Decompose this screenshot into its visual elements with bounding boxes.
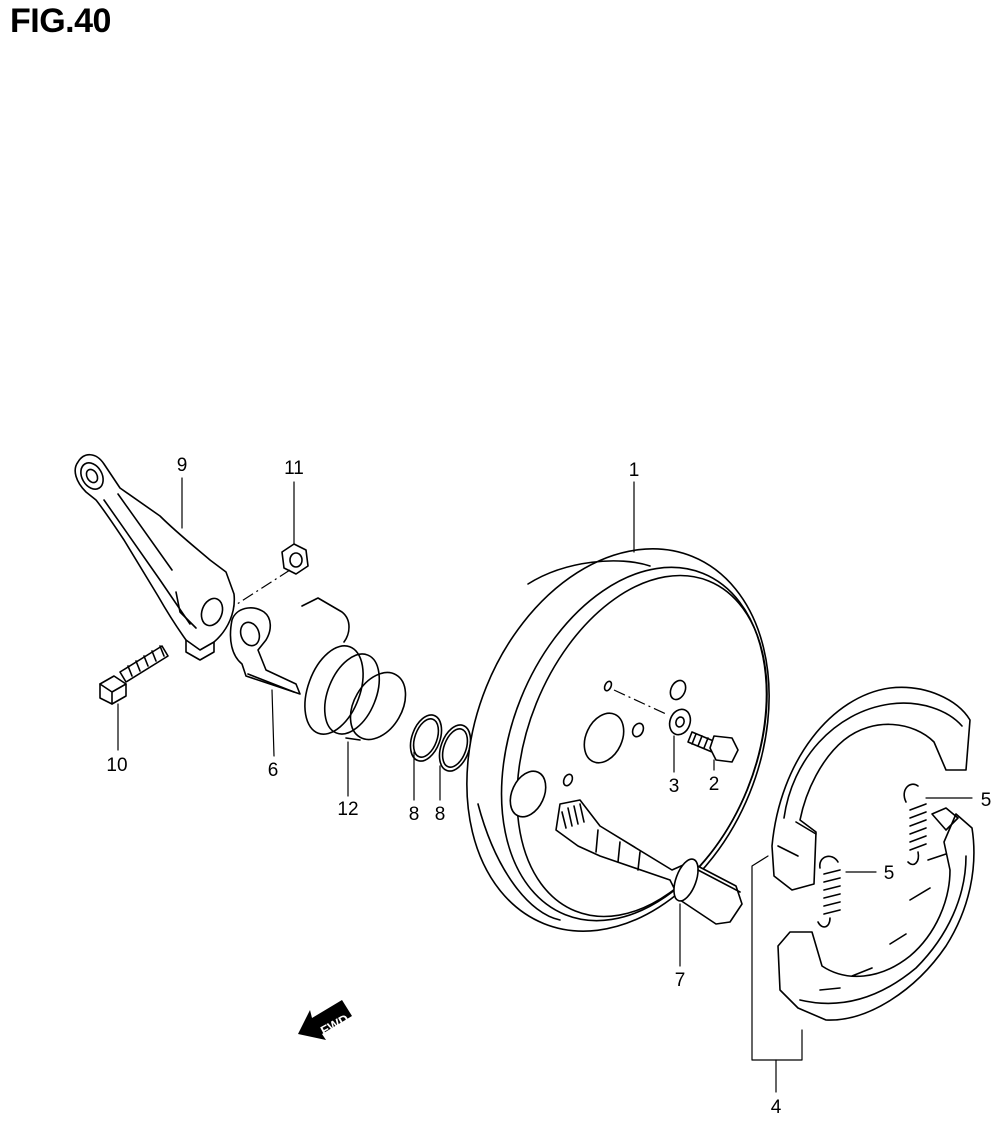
callout-10: 10: [106, 755, 127, 776]
callout-5-lower: 5: [884, 863, 895, 884]
part-7-cam-shaft: [555, 799, 743, 925]
callout-7: 7: [675, 970, 686, 991]
part-4-brake-shoes: [771, 686, 975, 1021]
callout-12: 12: [337, 799, 358, 820]
callout-2: 2: [709, 774, 720, 795]
callout-4: 4: [771, 1097, 782, 1118]
part-11-nut: [233, 543, 309, 607]
callout-1: 1: [629, 460, 640, 481]
part-1-brake-panel: [466, 548, 770, 932]
part-5-shoe-springs: [817, 783, 927, 928]
leader-lines: [117, 477, 973, 1093]
part-9-brake-lever: [74, 453, 236, 661]
callout-9: 9: [177, 455, 188, 476]
figure-title: FIG.40: [10, 2, 111, 40]
part-10-bolt: [99, 645, 169, 705]
part-8-o-rings: [409, 714, 472, 772]
part-2-bolt: [687, 731, 739, 763]
callout-labels: 1 2 3 4 5 5 6 7 8 8 9 10 11 12: [106, 455, 991, 1118]
part-12-return-spring: [301, 597, 407, 741]
callout-6: 6: [268, 760, 279, 781]
callout-5-upper: 5: [981, 790, 992, 811]
callout-8-right: 8: [435, 804, 446, 825]
callout-8-left: 8: [409, 804, 420, 825]
callout-3: 3: [669, 776, 680, 797]
fwd-direction-arrow: FWD: [298, 1000, 352, 1040]
part-3-washer: [668, 708, 692, 736]
part-6-indicator-plate: [229, 607, 301, 695]
callout-11: 11: [284, 458, 304, 479]
